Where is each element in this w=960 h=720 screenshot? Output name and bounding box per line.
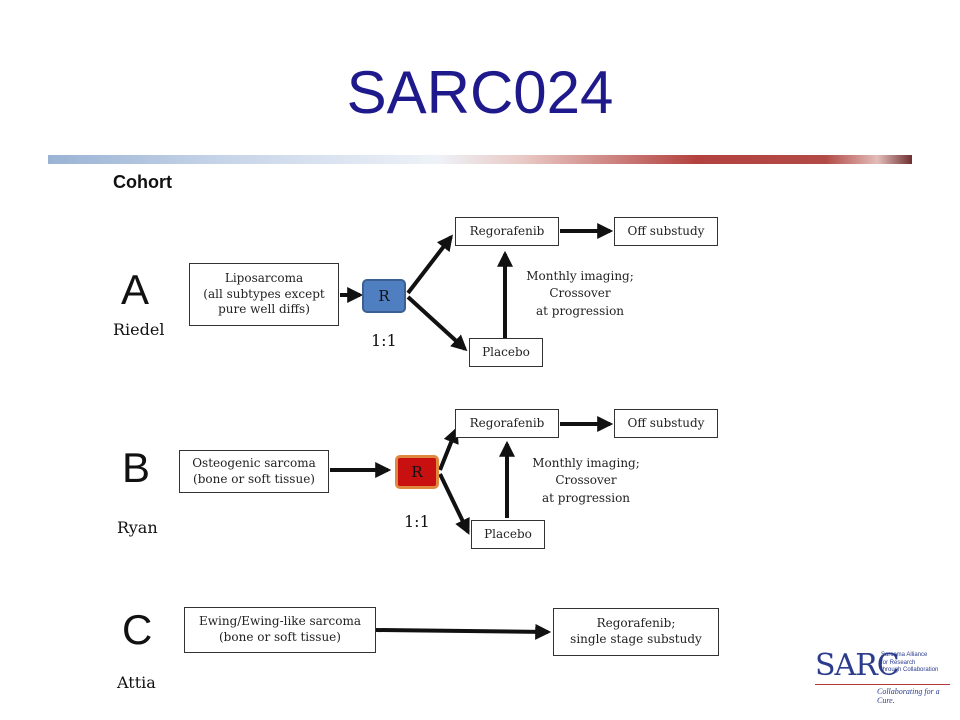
arrow-a-r-to-placebo (406, 295, 468, 352)
page-title: SARC024 (346, 59, 614, 126)
cohort-a-investigator: Riedel (113, 320, 165, 339)
cohort-a-randomize-node: R (362, 279, 406, 313)
cohort-b-investigator: Ryan (117, 518, 158, 537)
cohort-heading: Cohort (113, 172, 172, 192)
cohort-a-crossover-note: Monthly imaging; Crossover at progressio… (526, 269, 634, 318)
cohort-a-regorafenib-box: Regorafenib (455, 217, 559, 246)
cohort-c-treatment-box: Regorafenib; single stage substudy (553, 608, 719, 656)
sarc-logo: SARC Sarcoma Alliance for Research throu… (815, 648, 950, 705)
cohort-a-ratio: 1:1 (371, 331, 397, 350)
cohort-b-crossover-note: Monthly imaging; Crossover at progressio… (532, 456, 640, 505)
cohort-a-letter: A (121, 266, 150, 313)
arrow-c-population-to-treatment (375, 623, 552, 640)
cohort-b-off-substudy-box: Off substudy (614, 409, 718, 438)
cohort-a-population-box: Liposarcoma (all subtypes except pure we… (189, 263, 339, 326)
cohort-b-population-box: Osteogenic sarcoma (bone or soft tissue) (179, 450, 329, 493)
arrow-b-r-to-drug (438, 427, 459, 471)
arrow-b-r-to-placebo (438, 473, 470, 535)
cohort-a-off-substudy-box: Off substudy (614, 217, 718, 246)
sarc-logo-underline (815, 684, 950, 685)
cohort-a-placebo-box: Placebo (469, 338, 543, 367)
sarc-logo-tagline: Collaborating for a Cure. (877, 687, 940, 705)
cohort-b-placebo-box: Placebo (471, 520, 545, 549)
cohort-b-letter: B (122, 444, 151, 491)
arrow-a-r-to-drug (406, 234, 453, 295)
sarc-logo-wordmark: SARC (815, 648, 900, 683)
cohort-b-ratio: 1:1 (404, 512, 430, 531)
cohort-b-regorafenib-box: Regorafenib (455, 409, 559, 438)
title-divider-bar (48, 155, 912, 164)
cohort-c-investigator: Attia (117, 673, 156, 692)
cohort-c-population-box: Ewing/Ewing-like sarcoma (bone or soft t… (184, 607, 376, 653)
cohort-b-randomize-node: R (395, 455, 439, 489)
cohort-c-letter: C (122, 606, 153, 653)
sarc-logo-subtitle: Sarcoma Alliance for Research through Co… (881, 652, 939, 673)
